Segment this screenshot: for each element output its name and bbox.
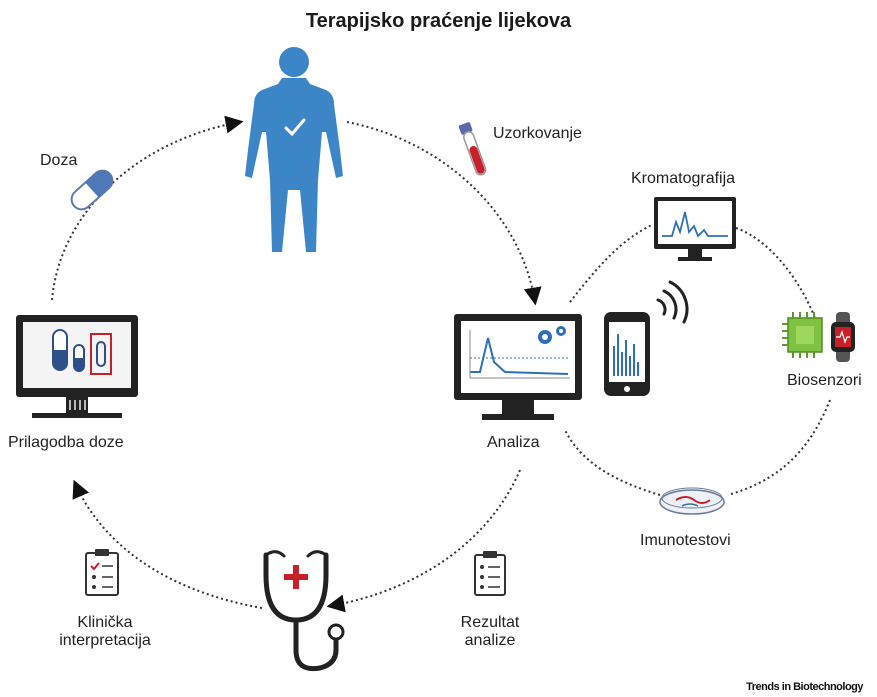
label-result-line2: analize bbox=[464, 632, 516, 649]
label-clinical-line1: Klinička bbox=[77, 614, 133, 631]
label-result-line1: Rezultat bbox=[460, 614, 520, 631]
wifi-signal-icon bbox=[656, 280, 689, 324]
journal-credit: Trends in Biotechnology bbox=[746, 681, 863, 693]
clipboard-icon bbox=[85, 549, 119, 596]
label-analysis-result: Rezultat analize bbox=[440, 614, 540, 650]
blood-tube-icon bbox=[458, 122, 487, 176]
chip-icon bbox=[782, 312, 823, 358]
arrow-dose-to-patient bbox=[51, 115, 244, 301]
chromatography-monitor-icon bbox=[654, 197, 736, 261]
smartphone-icon bbox=[604, 312, 650, 396]
label-clinical-line2: interpretacija bbox=[59, 632, 151, 649]
label-biosensors: Biosenzori bbox=[787, 372, 862, 389]
label-analysis: Analiza bbox=[487, 434, 540, 451]
arrow-patient-to-analysis bbox=[346, 121, 542, 306]
link-chromatography-biosensors bbox=[735, 227, 816, 319]
computer-monitor-icon bbox=[16, 315, 138, 418]
label-dose: Doza bbox=[40, 152, 78, 169]
petri-dish-icon bbox=[659, 487, 725, 515]
arrow-analysis-to-interpretation bbox=[326, 469, 521, 613]
capsule-icon bbox=[70, 169, 114, 211]
link-analysis-chromatography bbox=[569, 224, 653, 303]
label-sampling: Uzorkovanje bbox=[493, 125, 582, 142]
human-body-icon bbox=[245, 47, 343, 252]
stethoscope-icon bbox=[263, 550, 345, 672]
label-immunoassays: Imunotestovi bbox=[640, 532, 731, 549]
label-chromatography: Kromatografija bbox=[631, 170, 736, 187]
arrow-interpretation-to-adjustment bbox=[72, 479, 263, 609]
analysis-monitor-icon bbox=[454, 314, 582, 420]
label-clinical-interpretation: Klinička interpretacija bbox=[45, 614, 165, 650]
link-biosensors-immunoassays bbox=[727, 399, 831, 496]
clipboard-icon bbox=[474, 551, 506, 596]
label-dose-adjustment: Prilagodba doze bbox=[8, 434, 124, 451]
diagram-title: Terapijsko praćenje lijekova bbox=[305, 10, 572, 32]
smartwatch-icon bbox=[831, 312, 855, 362]
link-immunoassays-analysis bbox=[564, 429, 661, 496]
